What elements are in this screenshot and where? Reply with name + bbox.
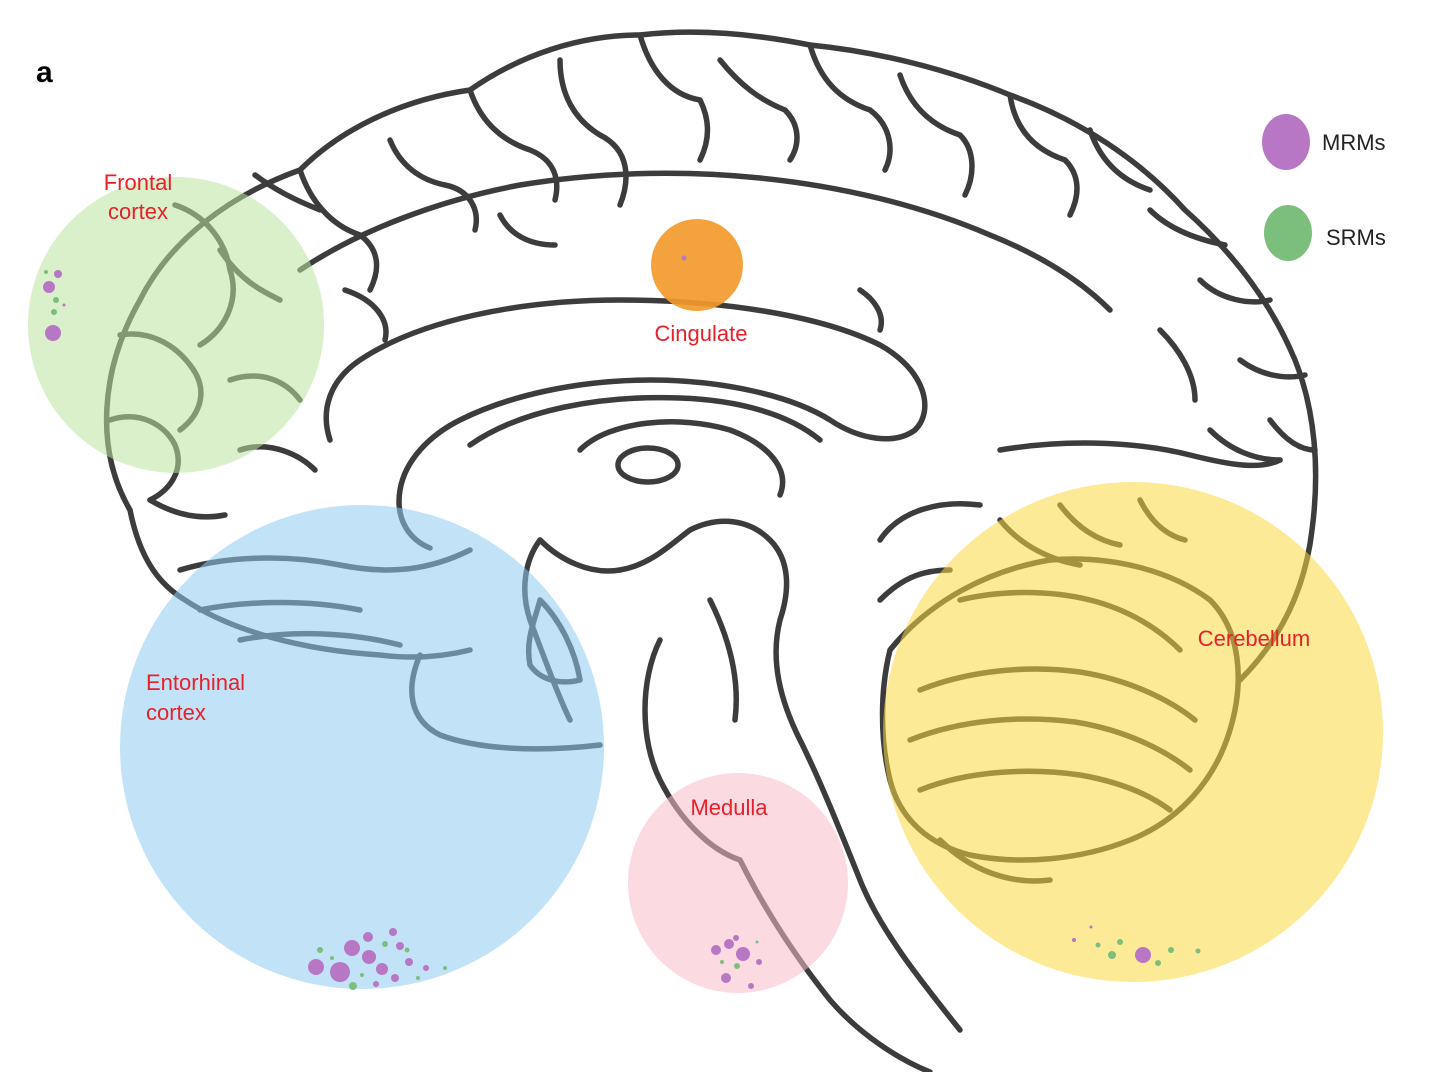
legend: MRMs SRMs bbox=[1262, 114, 1386, 261]
medulla-dot-cluster bbox=[711, 935, 762, 989]
frontal-cortex-label: Frontal bbox=[104, 170, 172, 195]
entorhinal-dot-cluster bbox=[308, 928, 447, 990]
mrm-legend-swatch bbox=[1262, 114, 1310, 170]
frontal-dot-cluster bbox=[43, 270, 66, 341]
panel-label: a bbox=[36, 56, 53, 89]
srm-legend-swatch bbox=[1264, 205, 1312, 261]
cingulate-dot bbox=[681, 255, 687, 261]
entorhinal-cortex-region bbox=[120, 505, 604, 989]
cerebellum-region bbox=[883, 482, 1383, 982]
frontal-cortex-label-line2: cortex bbox=[108, 199, 168, 224]
medulla-label: Medulla bbox=[690, 795, 768, 820]
entorhinal-cortex-label: Entorhinal bbox=[146, 670, 245, 695]
cerebellum-label: Cerebellum bbox=[1198, 626, 1311, 651]
cingulate-region bbox=[651, 219, 743, 311]
mrm-legend-label: MRMs bbox=[1322, 130, 1386, 155]
cingulate-label: Cingulate bbox=[655, 321, 748, 346]
medulla-region bbox=[628, 773, 848, 993]
frontal-cortex-region bbox=[28, 177, 324, 473]
srm-legend-label: SRMs bbox=[1326, 225, 1386, 250]
entorhinal-cortex-label-line2: cortex bbox=[146, 700, 206, 725]
cerebellum-dot-cluster bbox=[1072, 925, 1201, 966]
